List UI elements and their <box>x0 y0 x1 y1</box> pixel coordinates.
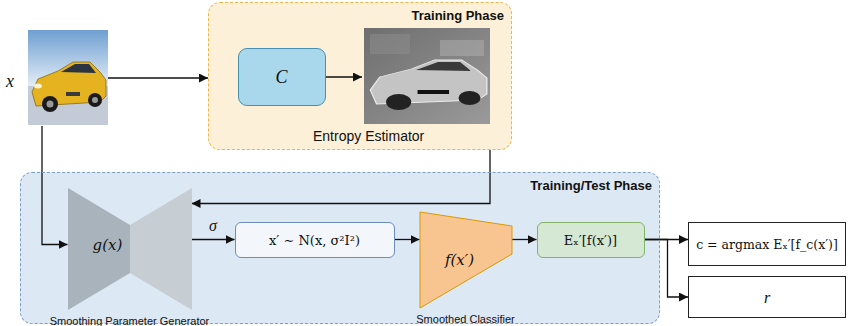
estimator-arrow <box>326 76 362 77</box>
text-holder: Entropy Estimator <box>313 127 424 145</box>
text-holder: Smoothed Classifier <box>416 309 514 326</box>
node-text: Smoothing Parameter Generator <box>50 315 210 326</box>
node-text: c = argmax Eₓ′[f_c(x′)] <box>696 237 838 252</box>
encoder-decoder-outline <box>68 188 192 310</box>
edge-label: σ <box>209 216 217 235</box>
shape-part <box>68 188 130 310</box>
band-fill <box>208 2 512 150</box>
classifier-shape: f(x′)Smoothed Classifier <box>420 212 512 308</box>
car-wheel <box>42 96 58 112</box>
edge-label-holder: σ <box>209 216 217 235</box>
training-phase-band: Training PhaseEntropy Estimator C <box>208 2 512 150</box>
training-test-band: Training/Test Phaseg(x)Smoothing Paramet… <box>20 172 660 324</box>
text-holder: c = argmax Eₓ′[f_c(x′)] <box>696 235 838 253</box>
car-hub <box>47 101 54 108</box>
flow-arrow <box>108 77 208 78</box>
text-holder: f(x′) <box>445 251 474 269</box>
map-car-wheel <box>459 91 481 105</box>
flow-arrow <box>645 240 689 298</box>
map-car-plate <box>418 90 450 94</box>
node-text: x <box>6 70 14 92</box>
node-text: g(x) <box>93 236 123 254</box>
expectation-box: Eₓ′[f(x′)] <box>537 222 645 258</box>
flow-arrow <box>512 239 537 240</box>
flow-arrow <box>192 239 235 240</box>
car-headlight <box>34 84 42 89</box>
node-text: Training Phase <box>412 8 504 24</box>
radius-box: r <box>688 276 846 318</box>
flow-arrow <box>192 150 491 204</box>
text-holder: Training Phase <box>412 6 504 24</box>
shape-part <box>420 212 512 308</box>
node-text: x′ ∼ N(x, σ²I²) <box>269 233 360 249</box>
band-fill <box>20 172 660 324</box>
car-plate <box>66 92 80 96</box>
node-text: Eₓ′[f(x′)] <box>564 233 617 249</box>
text-holder: Training/Test Phase <box>530 176 652 194</box>
generator-shape: g(x)Smoothing Parameter Generator <box>68 188 192 310</box>
entropy-module-box: C <box>238 48 326 106</box>
node-text: r <box>764 288 770 307</box>
flow-arrow <box>42 126 68 245</box>
node-text: Entropy Estimator <box>313 128 424 145</box>
text-holder: x <box>6 70 14 92</box>
map-car <box>370 60 487 110</box>
map-patch <box>440 40 484 56</box>
map-car-wheel <box>386 94 411 110</box>
shape-part <box>130 188 192 310</box>
map-car-body <box>370 60 487 104</box>
node-text: C <box>275 66 287 88</box>
node-text: f(x′) <box>445 251 474 269</box>
car-body <box>32 62 106 106</box>
car-wheel <box>88 93 102 107</box>
text-holder: g(x) <box>93 236 123 254</box>
sampling-box: x′ ∼ N(x, σ²I²) <box>235 222 395 258</box>
node-text: Smoothed Classifier <box>416 313 514 326</box>
car-hub <box>92 97 98 103</box>
text-holder: x′ ∼ N(x, σ²I²) <box>269 231 360 249</box>
map-ground <box>364 28 490 124</box>
map-patch <box>370 34 410 54</box>
text-holder: r <box>764 288 770 307</box>
car-photo <box>28 30 108 125</box>
flow-arrow <box>395 239 420 240</box>
entropy-map <box>326 28 490 124</box>
text-holder: C <box>275 66 287 88</box>
text-holder: Smoothing Parameter Generator <box>50 311 210 326</box>
node-text: Training/Test Phase <box>530 178 652 194</box>
car-window <box>61 64 96 73</box>
prediction-box: c = argmax Eₓ′[f_c(x′)] <box>688 222 846 266</box>
map-car-window <box>416 62 471 71</box>
input-image: x <box>4 30 108 126</box>
text-holder: Eₓ′[f(x′)] <box>564 231 617 249</box>
